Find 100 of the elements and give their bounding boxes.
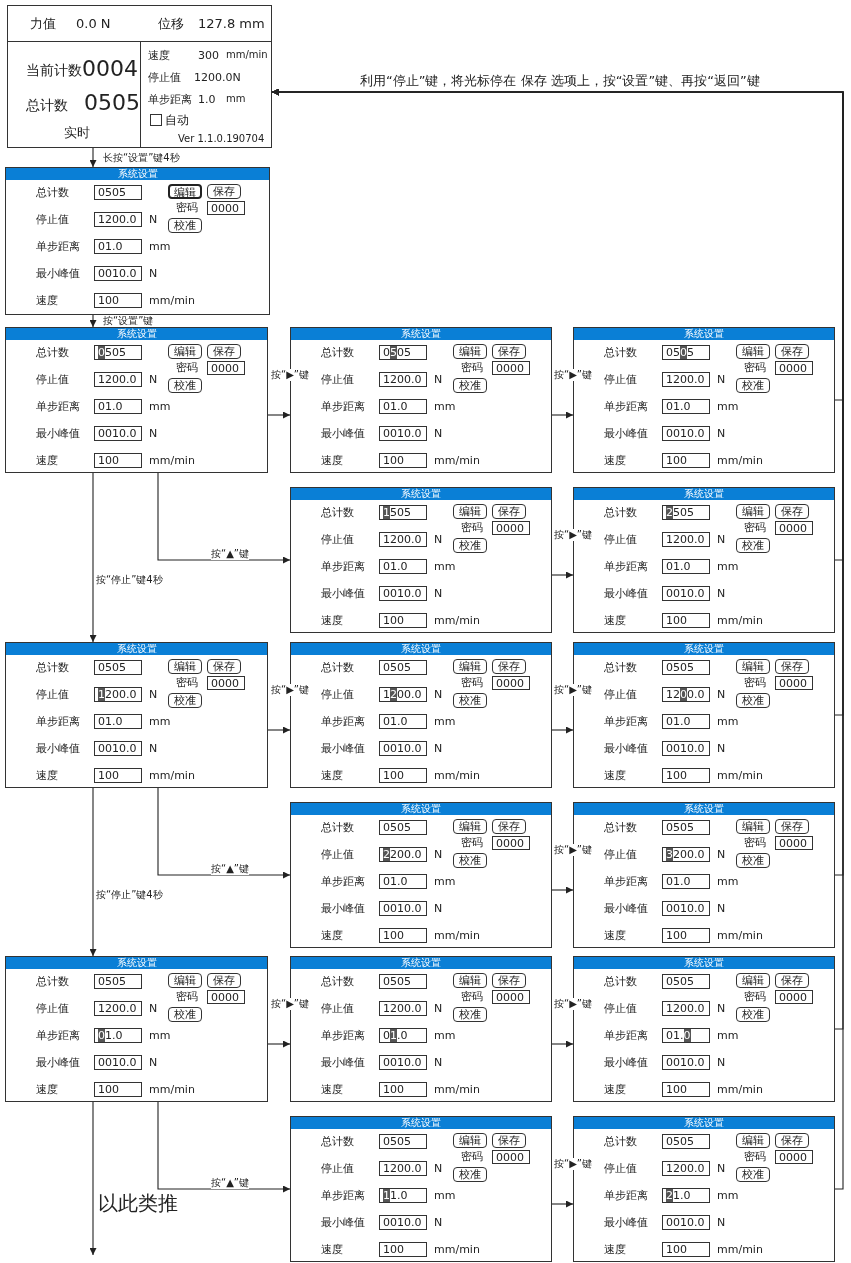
field-label: 总计数	[604, 347, 637, 358]
unit-label: N	[434, 1057, 443, 1068]
field-label: 最小峰值	[604, 588, 648, 599]
unit-label: mm/min	[434, 1244, 480, 1255]
edit-button: 编辑	[736, 344, 770, 359]
unit-label: mm/min	[434, 455, 480, 466]
value-field: 1200.0	[662, 532, 710, 547]
value-field: 100	[379, 453, 427, 468]
field-label: 停止值	[321, 1003, 354, 1014]
value-field: 01.0	[662, 714, 710, 729]
settings-screen	[5, 327, 268, 473]
field-label: 最小峰值	[604, 743, 648, 754]
field-label: 速度	[36, 1084, 58, 1095]
value-field: 100	[94, 1082, 142, 1097]
title-bar: 系统设置	[574, 328, 834, 340]
settings-screen	[290, 1116, 552, 1262]
arrow	[267, 726, 291, 734]
unit-label: N	[149, 743, 158, 754]
value-field: 1505	[379, 505, 427, 520]
value-field: 1200.0	[379, 687, 427, 702]
unit-label: mm	[717, 876, 739, 887]
value-field: 21.0	[662, 1188, 710, 1203]
field-label: 单步距离	[604, 1190, 648, 1201]
unit-label: N	[717, 374, 726, 385]
edge-label: 按“▲”键	[211, 548, 250, 560]
field-label: 速度	[321, 770, 343, 781]
value-field: 1200.0	[94, 1001, 142, 1016]
settings-screen	[5, 956, 268, 1102]
edge-label: 按“设置”键	[103, 315, 154, 327]
value-field: 0010.0	[379, 586, 427, 601]
edit-button: 编辑	[736, 973, 770, 988]
value-field: 100	[662, 453, 710, 468]
calibrate-button: 校准	[736, 1167, 770, 1182]
password-field: 0000	[775, 836, 813, 850]
field-label: 单步距离	[321, 561, 365, 572]
edge-label: 按“▶”键	[554, 1158, 593, 1170]
field-label: 停止值	[604, 689, 637, 700]
field-label: 密码	[744, 677, 766, 688]
password-field: 0000	[492, 1150, 530, 1164]
calibrate-button: 校准	[736, 853, 770, 868]
version-text: Ver 1.1.0.190704	[178, 134, 265, 144]
arrow	[267, 411, 291, 419]
field-label: 速度	[321, 455, 343, 466]
save-button: 保存	[492, 819, 526, 834]
settings-screen	[290, 802, 552, 948]
save-button: 保存	[492, 973, 526, 988]
field-label: 速度	[36, 295, 58, 306]
value-field: 100	[379, 1082, 427, 1097]
mode-label: 实时	[64, 126, 90, 139]
field-label: 停止值	[604, 1003, 637, 1014]
value-field: 0010.0	[379, 1215, 427, 1230]
field-label: 单步距离	[604, 561, 648, 572]
value-field: 0505	[379, 1134, 427, 1149]
value-field: 100	[662, 768, 710, 783]
edit-button: 编辑	[168, 973, 202, 988]
field-label: 停止值	[604, 1163, 637, 1174]
arrow	[267, 1040, 291, 1048]
field-label: 最小峰值	[36, 428, 80, 439]
password-field: 0000	[207, 990, 245, 1004]
calibrate-button: 校准	[453, 1167, 487, 1182]
unit-label: N	[434, 1003, 443, 1014]
arrow	[89, 1101, 97, 1256]
field-label: 单步距离	[604, 716, 648, 727]
arrow	[157, 1101, 291, 1193]
arrow	[551, 1200, 574, 1208]
field-label: 最小峰值	[604, 903, 648, 914]
unit-label: N	[717, 428, 726, 439]
edge-label: 按“▶”键	[271, 998, 310, 1010]
readout-label: 位移	[158, 17, 184, 30]
unit-label: N	[149, 689, 158, 700]
value-field: 3200.0	[662, 847, 710, 862]
unit-label: N	[434, 1163, 443, 1174]
field-label: 速度	[604, 930, 626, 941]
title-bar: 系统设置	[291, 643, 551, 655]
unit-label: N	[434, 534, 443, 545]
value-field: 01.0	[662, 874, 710, 889]
edit-button: 编辑	[453, 1133, 487, 1148]
field-label: 停止值	[36, 214, 69, 225]
edit-button: 编辑	[453, 504, 487, 519]
edge-label: 利用“停止”键，将光标停在 保存 选项上，按“设置”键、再按“返回”键	[360, 73, 760, 88]
field-label: 停止值	[321, 374, 354, 385]
field-label: 单步距离	[36, 716, 80, 727]
value-field: 1200.0	[662, 372, 710, 387]
calibrate-button: 校准	[168, 378, 202, 393]
field-label: 最小峰值	[321, 743, 365, 754]
calibrate-button: 校准	[736, 378, 770, 393]
edit-button: 编辑	[453, 659, 487, 674]
edge-label: 按“▶”键	[271, 369, 310, 381]
unit-label: mm	[226, 94, 246, 104]
field-label: 速度	[604, 1084, 626, 1095]
value-field: 0010.0	[94, 266, 142, 281]
title-bar: 系统设置	[6, 957, 267, 969]
value-field: 0505	[379, 974, 427, 989]
value-field: 01.0	[379, 714, 427, 729]
unit-label: mm/min	[717, 615, 763, 626]
field-label: 最小峰值	[604, 1057, 648, 1068]
field-label: 停止值	[321, 1163, 354, 1174]
unit-label: mm/min	[717, 455, 763, 466]
value-field: 0010.0	[662, 426, 710, 441]
field-label: 密码	[176, 991, 198, 1002]
